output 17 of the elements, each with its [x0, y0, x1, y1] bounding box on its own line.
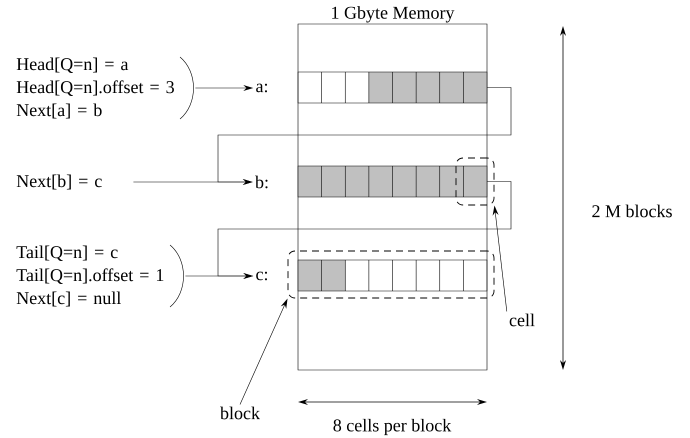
statement-text: Tail[Q=n] = c Tail[Q=n].offset = 1 Next[c] = null: [16, 244, 184, 308]
memory-block-row: [298, 260, 488, 292]
callout-text: block: [220, 406, 260, 420]
statement-text: Next[b] = c: [16, 174, 102, 190]
memory-box: 1 Gbyte Memory: [298, 6, 488, 370]
dimension-label: 8 cells per block: [333, 418, 452, 436]
callout-text: cell: [510, 314, 535, 326]
statement-text: Head[Q=n] = a Head[Q=n].offset = 3 Next[a] = b: [16, 56, 194, 120]
row-label: b:: [255, 176, 268, 188]
memory-block-row: [298, 166, 488, 198]
memory-block-row: [298, 72, 488, 104]
node-label: 1 Gbyte Memory: [332, 6, 454, 22]
row-label: c:: [256, 272, 268, 280]
row-label: a:: [256, 84, 268, 92]
block-outline: [288, 250, 494, 298]
dimension-label: 2 M blocks: [592, 204, 672, 218]
cell-outline: [456, 158, 494, 206]
